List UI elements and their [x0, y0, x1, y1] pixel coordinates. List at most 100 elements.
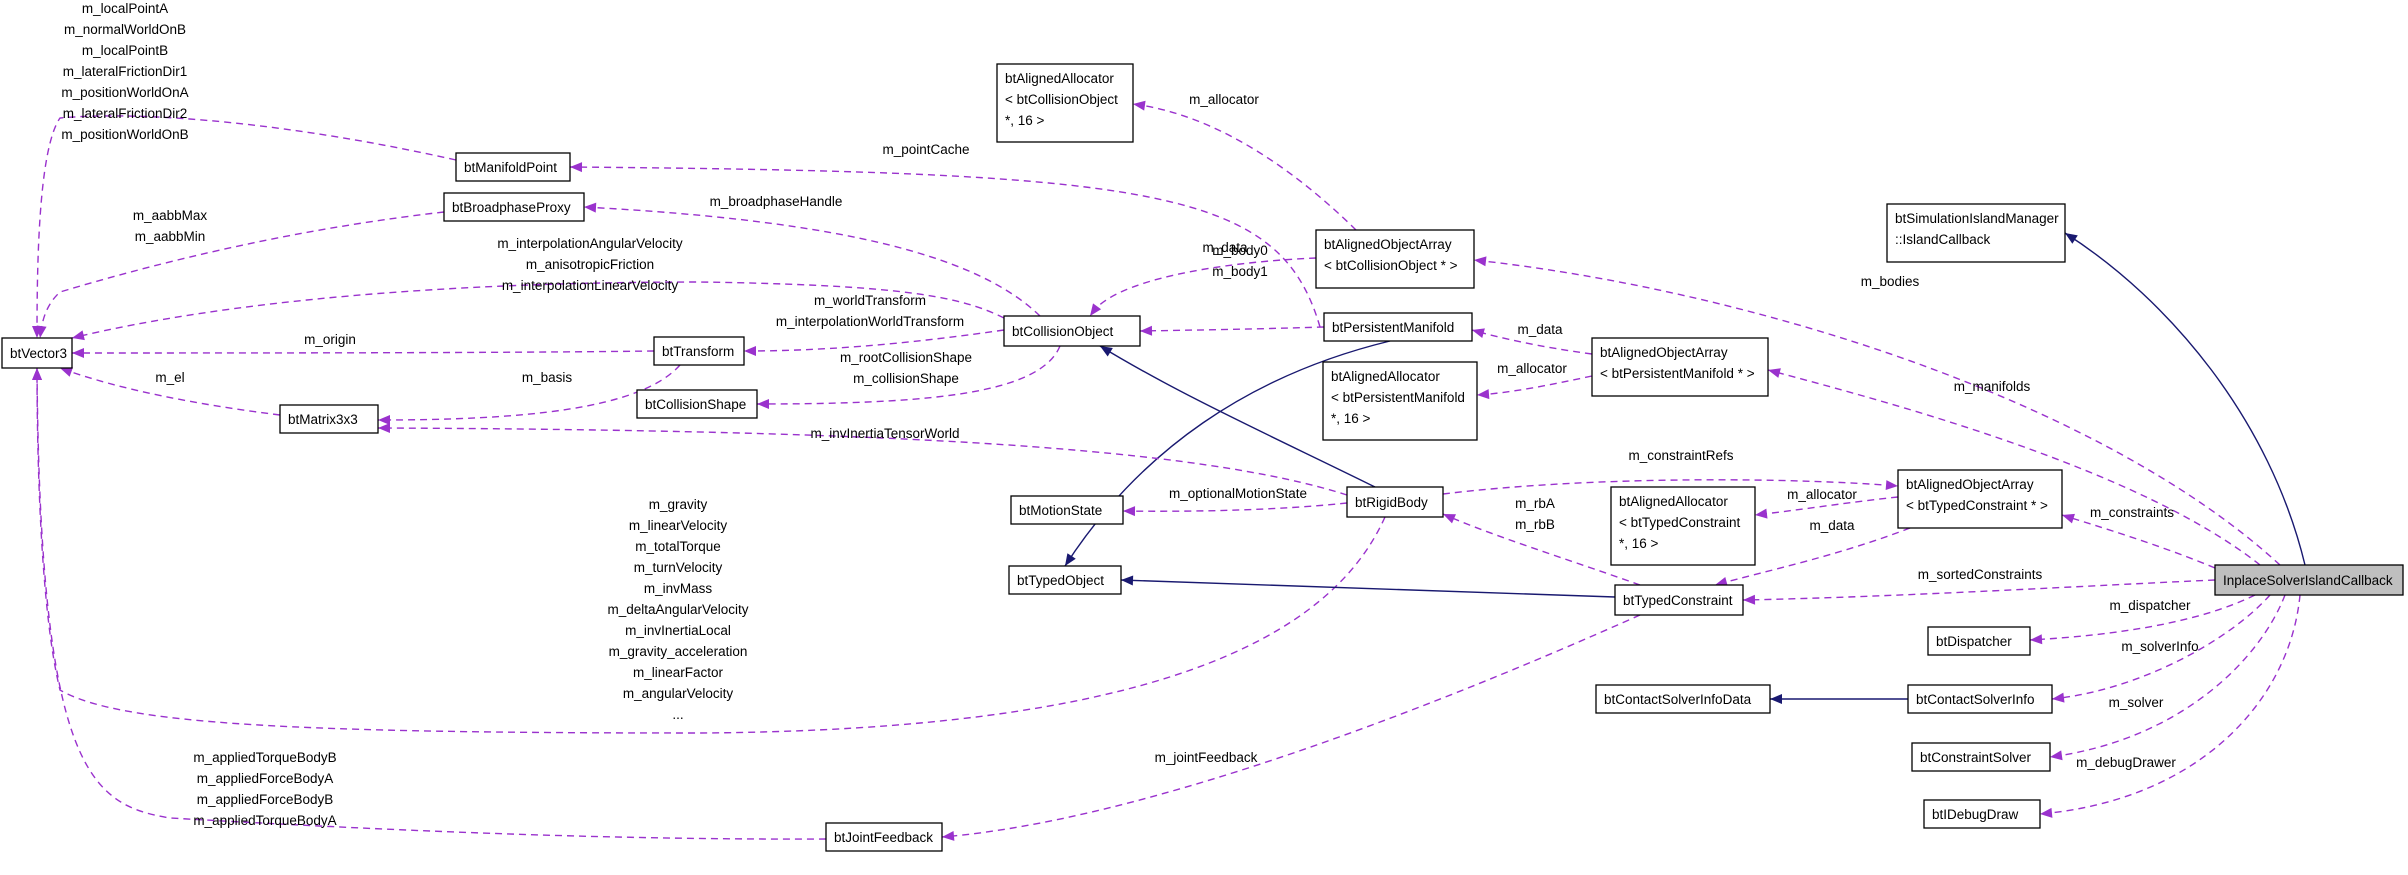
arrowhead — [584, 202, 597, 213]
class-node-btAlignedAllocatorCO[interactable]: btAlignedAllocator< btCollisionObject*, … — [996, 63, 1134, 143]
class-box — [1010, 495, 1124, 525]
class-node-btContactSolverInfoData[interactable]: btContactSolverInfoData — [1595, 684, 1771, 714]
class-name: btTypedConstraint — [1623, 593, 1733, 608]
edge-rb-m3: m_invInertiaTensorWorld — [377, 423, 1348, 496]
edge-label: m_invInertiaLocal — [625, 623, 731, 638]
edge-line — [1089, 257, 1317, 317]
edge-label: m_broadphaseHandle — [710, 194, 843, 209]
class-box — [1008, 565, 1122, 595]
edge-label: m_constraintRefs — [1628, 448, 1733, 463]
edge-line — [756, 345, 1061, 405]
class-name: btMatrix3x3 — [288, 412, 358, 427]
class-node-btMatrix3x3[interactable]: btMatrix3x3 — [279, 404, 379, 434]
class-node-btAlignedAllocatorTC[interactable]: btAlignedAllocator< btTypedConstraint*, … — [1610, 486, 1756, 566]
edge-line — [2029, 594, 2256, 641]
edge-label: m_origin — [304, 332, 356, 347]
edge-label: m_rbA — [1515, 496, 1555, 511]
class-name: btAlignedAllocator — [1005, 71, 1114, 86]
class-node-btTypedConstraint[interactable]: btTypedConstraint — [1614, 584, 1744, 616]
edge-line — [36, 367, 827, 840]
edge-tc-to — [1120, 575, 1616, 598]
class-node-btAlignedObjectArrayPM[interactable]: btAlignedObjectArray< btPersistentManifo… — [1591, 337, 1769, 397]
edge-co-v3: m_interpolationAngularVelocitym_anisotro… — [71, 236, 1005, 341]
class-box — [279, 404, 379, 434]
edge-isic-csi: m_solverInfo — [2051, 594, 2271, 703]
class-node-btAlignedObjectArrayCO[interactable]: btAlignedObjectArray< btCollisionObject … — [1315, 229, 1475, 289]
class-node-btBroadphaseProxy[interactable]: btBroadphaseProxy — [443, 192, 585, 222]
edge-line — [583, 206, 1041, 317]
edge-rb-v3: m_gravitym_linearVelocitym_totalTorquem_… — [32, 367, 1386, 734]
edge-co-bp: m_broadphaseHandle — [583, 194, 1041, 317]
edge-aoatc-tc: m_data — [1714, 518, 1911, 587]
class-node-btTransform[interactable]: btTransform — [653, 336, 745, 366]
class-node-btConstraintSolver[interactable]: btConstraintSolver — [1911, 742, 2051, 772]
edge-rb-co — [1099, 345, 1376, 488]
edge-label: m_positionWorldOnB — [61, 127, 188, 142]
edge-line — [2049, 594, 2286, 758]
class-node-btPersistentManifold[interactable]: btPersistentManifold — [1323, 312, 1473, 342]
class-name: btDispatcher — [1936, 634, 2012, 649]
edge-label: m_invInertiaTensorWorld — [810, 426, 959, 441]
class-box — [1927, 626, 2031, 656]
class-node-btMotionState[interactable]: btMotionState — [1010, 495, 1124, 525]
edge-label: m_body1 — [1212, 264, 1268, 279]
edge-label: m_localPointB — [82, 43, 168, 58]
edge-label: m_rbB — [1515, 517, 1555, 532]
edge-aoapm-pm: m_data — [1471, 322, 1593, 355]
edge-isic-tc: m_sortedConstraints — [1742, 567, 2216, 605]
edge-label: m_data — [1809, 518, 1855, 533]
arrowhead — [2062, 513, 2075, 524]
edge-line — [1476, 375, 1593, 396]
edge-line — [1120, 579, 1616, 598]
class-node-btAlignedObjectArrayTC[interactable]: btAlignedObjectArray< btTypedConstraint … — [1897, 469, 2063, 529]
class-node-btCollisionShape[interactable]: btCollisionShape — [636, 389, 758, 419]
edge-label: m_worldTransform — [814, 293, 926, 308]
class-node-btTypedObject[interactable]: btTypedObject — [1008, 565, 1122, 595]
class-box — [455, 152, 571, 182]
edge-csi-csid — [1770, 694, 1908, 704]
class-node-btRigidBody[interactable]: btRigidBody — [1346, 486, 1444, 518]
edge-label: m_dispatcher — [2109, 598, 2191, 613]
edge-tc-rb: m_rbA m_rbB — [1442, 496, 1641, 586]
class-name: < btTypedConstraint — [1619, 515, 1740, 530]
class-name: btAlignedObjectArray — [1600, 345, 1728, 360]
arrowhead — [757, 398, 770, 409]
edge-label: m_linearFactor — [633, 665, 724, 680]
edge-label: m_aabbMin — [135, 229, 206, 244]
edge-label: m_allocator — [1189, 92, 1259, 107]
edge-label: m_aabbMax — [133, 208, 208, 223]
edge-label: ... — [672, 707, 683, 722]
edge-isic-cs: m_solver — [2049, 594, 2286, 761]
edge-label: m_anisotropicFriction — [526, 257, 654, 272]
arrowhead — [1065, 553, 1076, 566]
edge-label: m_gravity — [649, 497, 708, 512]
edge-label: m_deltaAngularVelocity — [607, 602, 748, 617]
class-node-btAlignedAllocatorPM[interactable]: btAlignedAllocator< btPersistentManifold… — [1322, 361, 1478, 441]
nodes-layer: btVector3 btManifoldPoint btBroadphaseProx… — [1, 63, 2404, 852]
class-node-btVector3[interactable]: btVector3 — [1, 337, 73, 369]
class-name: btAlignedAllocator — [1331, 369, 1440, 384]
edge-label: m_appliedTorqueBodyA — [193, 813, 336, 828]
class-node-btManifoldPoint[interactable]: btManifoldPoint — [455, 152, 571, 182]
arrowhead — [1755, 508, 1768, 519]
edge-aoaco-aaco: m_allocator — [1132, 92, 1357, 231]
edge-label: m_invMass — [644, 581, 713, 596]
class-node-btSimulationIslandManager[interactable]: btSimulationIslandManager::IslandCallbac… — [1886, 203, 2066, 263]
edge-aoapm-aapm: m_allocator — [1476, 361, 1593, 400]
edge-aoaco-co: m_data — [1089, 240, 1317, 317]
class-node-InplaceSolverIslandCallback[interactable]: InplaceSolverIslandCallback — [2214, 564, 2404, 596]
edge-label: m_optionalMotionState — [1169, 486, 1307, 501]
class-box — [1003, 315, 1141, 347]
class-node-btContactSolverInfo[interactable]: btContactSolverInfo — [1907, 684, 2053, 714]
arrowhead — [1477, 389, 1490, 400]
arrowhead — [2040, 807, 2053, 818]
class-node-btDispatcher[interactable]: btDispatcher — [1927, 626, 2031, 656]
class-node-btCollisionObject[interactable]: btCollisionObject — [1003, 315, 1141, 347]
edge-line — [2064, 232, 2306, 566]
edge-line — [2039, 594, 2301, 815]
class-name: btAlignedObjectArray — [1906, 477, 2034, 492]
class-node-btJointFeedback[interactable]: btJointFeedback — [825, 822, 943, 852]
class-name: btTypedObject — [1017, 573, 1104, 588]
class-node-btIDebugDraw[interactable]: btIDebugDraw — [1923, 799, 2041, 829]
